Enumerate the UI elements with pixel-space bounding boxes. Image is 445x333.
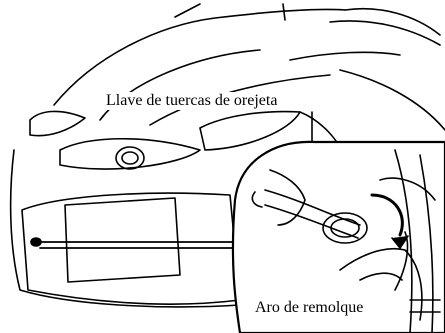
- hood-crease-right: [149, 74, 331, 126]
- lug-wrench: [264, 189, 361, 239]
- emblem: [115, 146, 145, 170]
- hand-right: [339, 247, 423, 321]
- callout-border: [231, 140, 445, 333]
- headlight-left: [29, 110, 86, 137]
- lug-wrench-label: Llave de tuercas de orejeta: [104, 92, 280, 110]
- bumper-outline: [9, 149, 241, 308]
- bumper-hole-detail: [379, 177, 436, 201]
- license-plate: [64, 197, 181, 283]
- a-pillar: [344, 7, 441, 36]
- windshield-base: [289, 51, 401, 61]
- detail-callout: [231, 140, 445, 333]
- antenna-right: [282, 3, 286, 21]
- window-frame: [329, 20, 441, 46]
- rotation-arrow: [370, 193, 404, 237]
- hood-outline: [53, 8, 346, 106]
- towing-eye: [322, 212, 368, 244]
- antenna-left: [174, 3, 201, 18]
- ring-label-leader: [394, 231, 409, 291]
- towing-eye-label: Aro de remolque: [253, 299, 366, 317]
- grille-upper: [59, 138, 201, 170]
- hand-left: [269, 169, 306, 226]
- body-side-line: [339, 69, 445, 131]
